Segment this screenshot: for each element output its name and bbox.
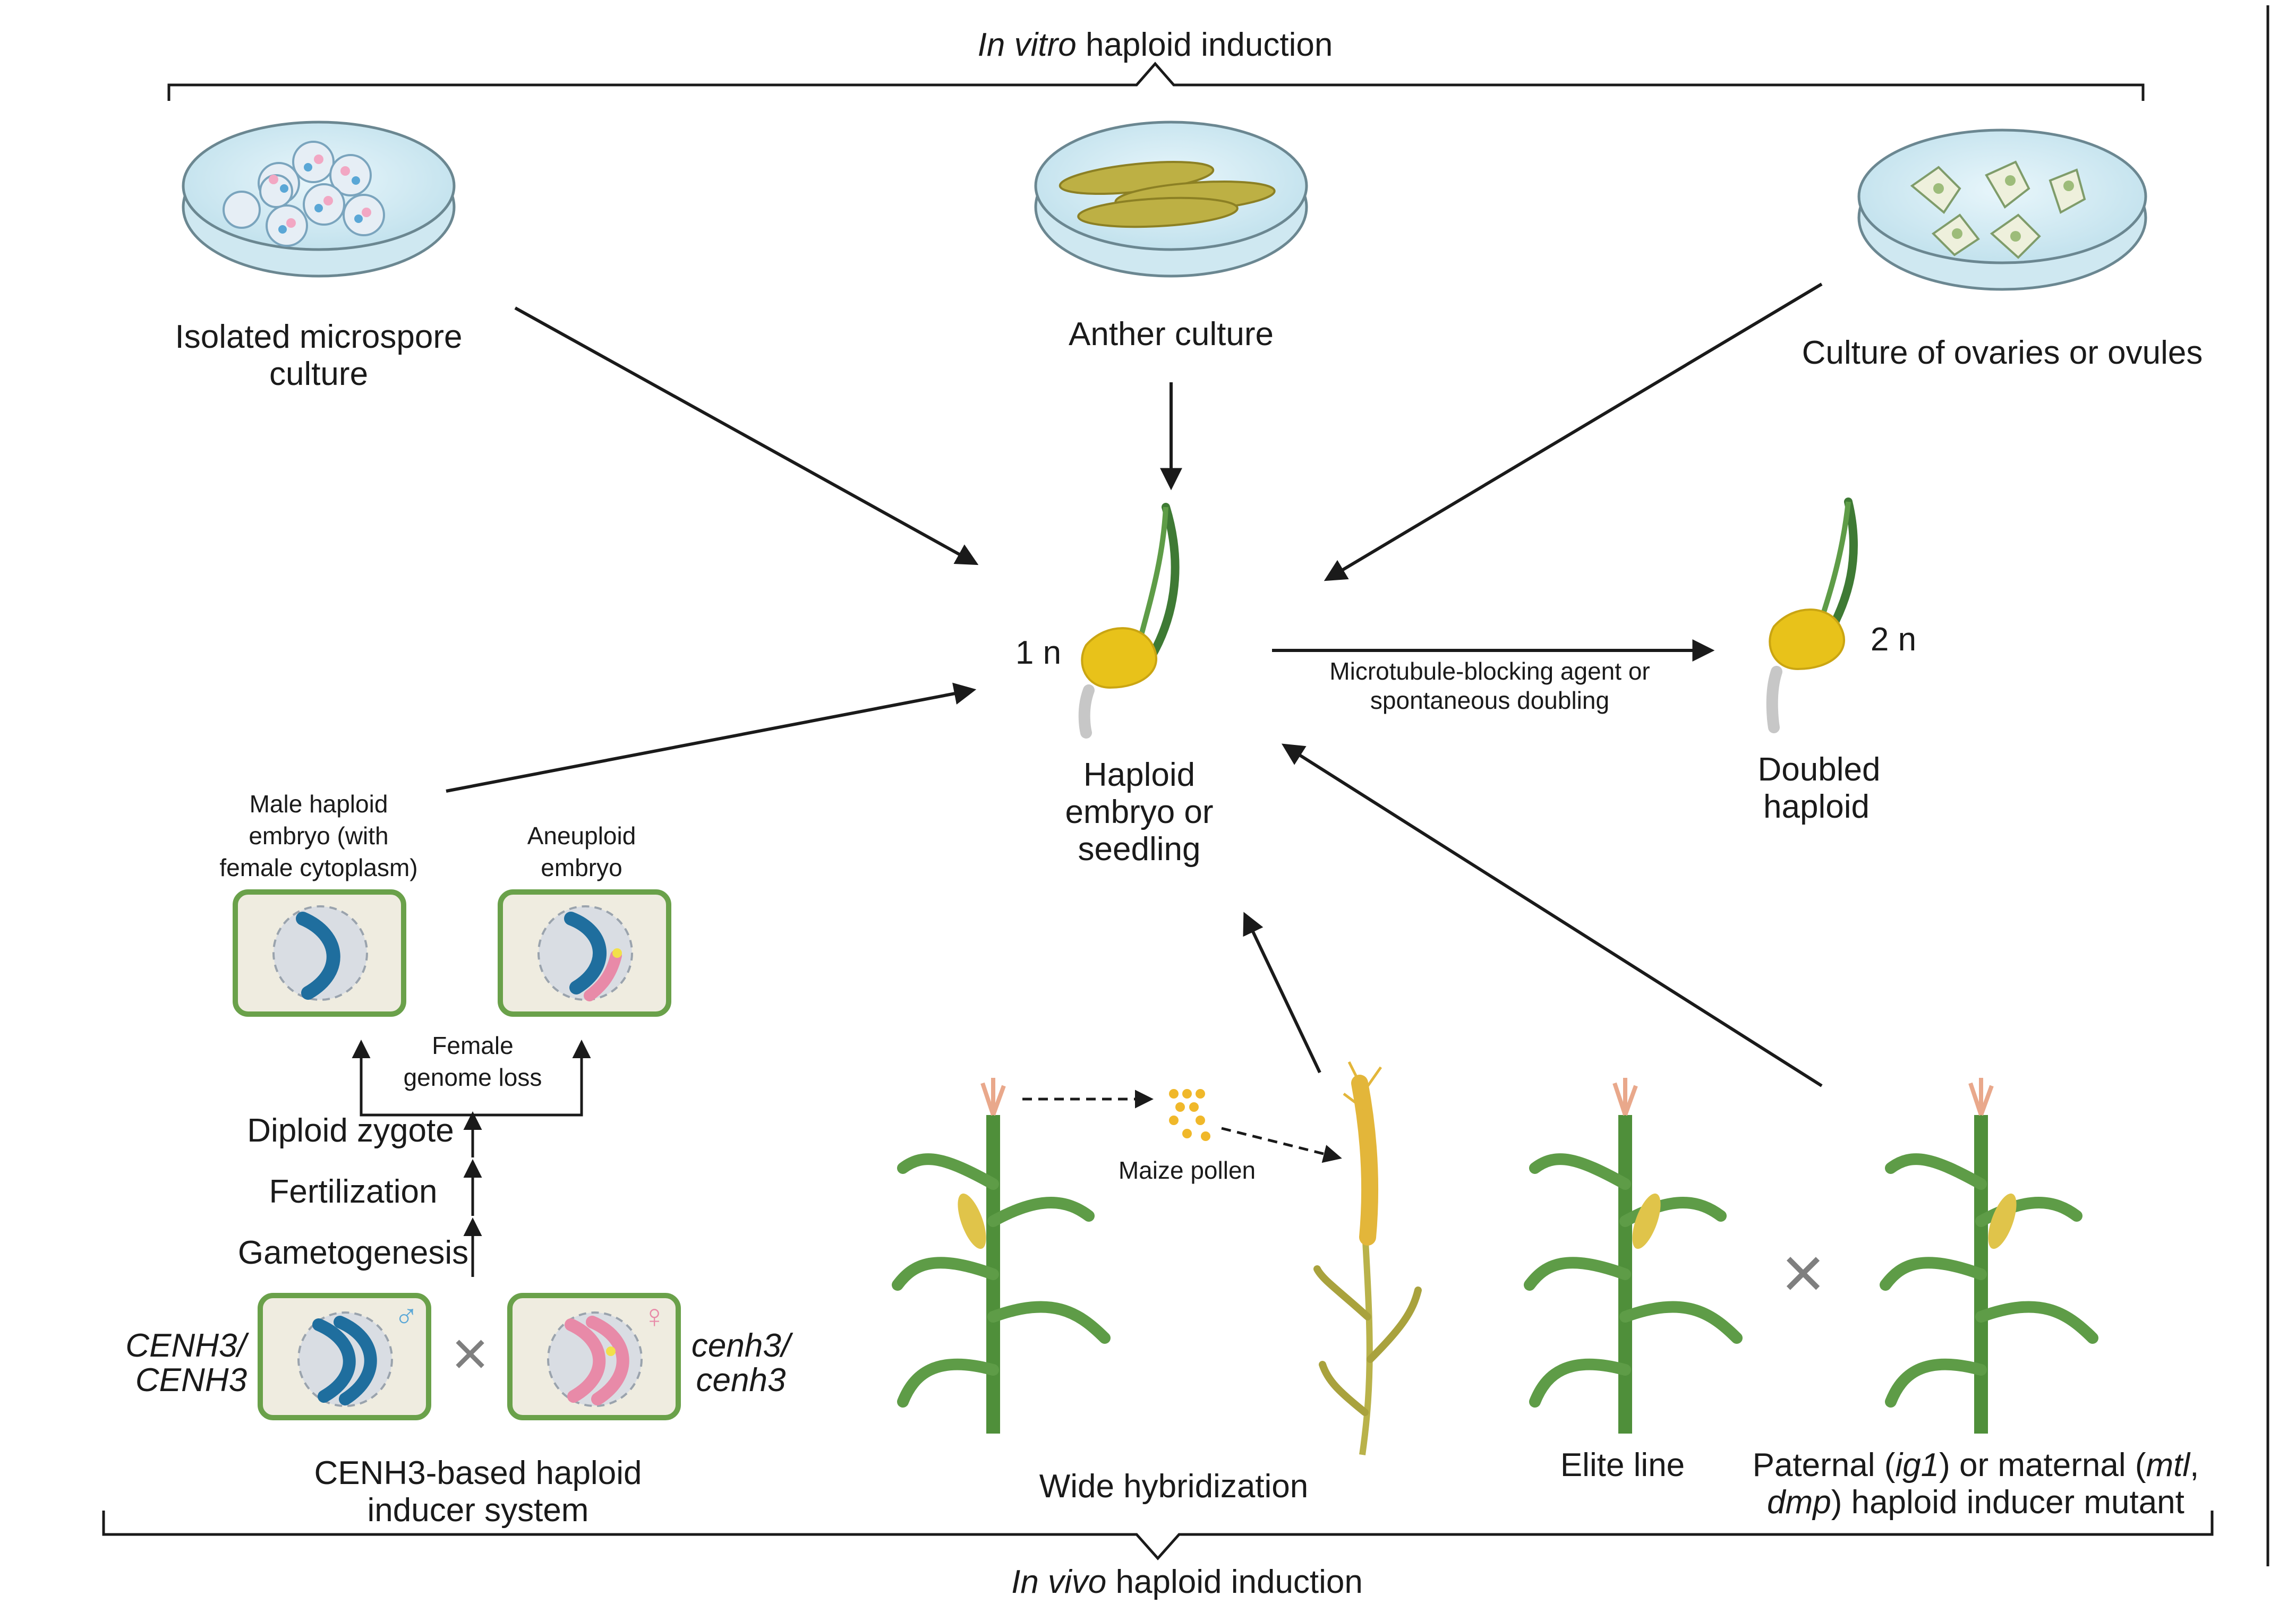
wide-caption: Wide hybridization (1039, 1468, 1309, 1505)
maize-plant-elite (1524, 1078, 1743, 1434)
maize-plant-inducer (1880, 1078, 2098, 1434)
cenh3-cross: × (451, 1318, 489, 1389)
male-embryo-label-1: Male haploid (250, 790, 388, 818)
petri-dish-microspore (182, 121, 456, 278)
top-brace (167, 62, 2145, 101)
haploid-ploidy: 1 n (1015, 634, 1061, 671)
cenh3-caption-2: inducer system (368, 1492, 589, 1529)
genome-loss-label-1: Female (432, 1032, 513, 1059)
genome-loss-label-2: genome loss (404, 1063, 542, 1091)
wheat-plant (1313, 1061, 1422, 1455)
left-genotype-2: CENH3 (135, 1362, 247, 1399)
ovaries-label: Culture of ovaries or ovules (1802, 335, 2203, 371)
anther-label: Anther culture (1069, 316, 1274, 353)
step-fertilization: Fertilization (269, 1173, 438, 1210)
arrow-microspore-to-haploid (514, 306, 979, 565)
maize-plant-wide (892, 1078, 1111, 1434)
male-haploid-embryo-cell (233, 889, 406, 1017)
doubling-label-1: Microtubule-blocking agent or (1329, 657, 1650, 685)
aneuploid-embryo-cell (498, 889, 671, 1017)
arrow-cenh3-to-haploid (446, 682, 977, 793)
bottom-brace (102, 1511, 2214, 1560)
female-symbol: ♀ (642, 1298, 667, 1335)
right-genotype-1: cenh3/ (692, 1327, 793, 1364)
haploid-label-1: Haploid (1083, 757, 1195, 793)
arrow-ovaries-to-haploid (1324, 282, 1823, 581)
male-symbol: ♂ (394, 1298, 419, 1335)
haploid-label-2: embryo or (1065, 794, 1213, 830)
male-embryo-label-2: embryo (with (249, 822, 388, 850)
step-gametogenesis: Gametogenesis (238, 1234, 468, 1271)
right-genotype-2: cenh3 (696, 1362, 786, 1399)
arrow-wide-to-haploid (1243, 912, 1321, 1074)
doubling-label-2: spontaneous doubling (1370, 687, 1609, 714)
aneuploid-label-2: embryo (541, 854, 622, 881)
doubled-label-2: haploid (1763, 788, 1870, 825)
cenh3-caption-1: CENH3-based haploid (314, 1455, 642, 1491)
male-embryo-label-3: female cytoplasm) (219, 854, 417, 881)
male-parent-cell (258, 1293, 431, 1420)
step-diploid-zygote: Diploid zygote (247, 1112, 454, 1149)
haploid-seedling-icon (1078, 503, 1180, 739)
microspore-label-2: culture (269, 356, 368, 392)
doubled-ploidy: 2 n (1871, 621, 1916, 658)
dashed-arrow-to-wheat (1221, 1127, 1342, 1163)
aneuploid-label-1: Aneuploid (527, 822, 636, 850)
bottom-title: In vivo haploid induction (1011, 1564, 1363, 1600)
haploid-label-3: seedling (1078, 831, 1201, 868)
female-parent-cell (507, 1293, 681, 1420)
microspore-label-1: Isolated microspore (175, 319, 462, 355)
pollen-icon (1169, 1089, 1210, 1141)
petri-dish-anther (1034, 121, 1308, 278)
left-genotype-1: CENH3/ (125, 1327, 249, 1364)
mutant-caption-2: dmp) haploid inducer mutant (1767, 1484, 2184, 1521)
doubled-haploid-icon (1766, 498, 1858, 733)
top-title: In vitro haploid induction (978, 27, 1333, 63)
arrow-inducer-to-haploid (1281, 743, 1823, 1087)
mutant-caption-1: Paternal (ig1) or maternal (mtl, (1753, 1447, 2199, 1483)
petri-dish-ovaries (1857, 128, 2147, 291)
pollen-label: Maize pollen (1119, 1156, 1256, 1184)
elite-caption: Elite line (1560, 1447, 1685, 1483)
inducer-cross: × (1781, 1231, 1825, 1314)
doubled-label-1: Doubled (1758, 751, 1881, 788)
